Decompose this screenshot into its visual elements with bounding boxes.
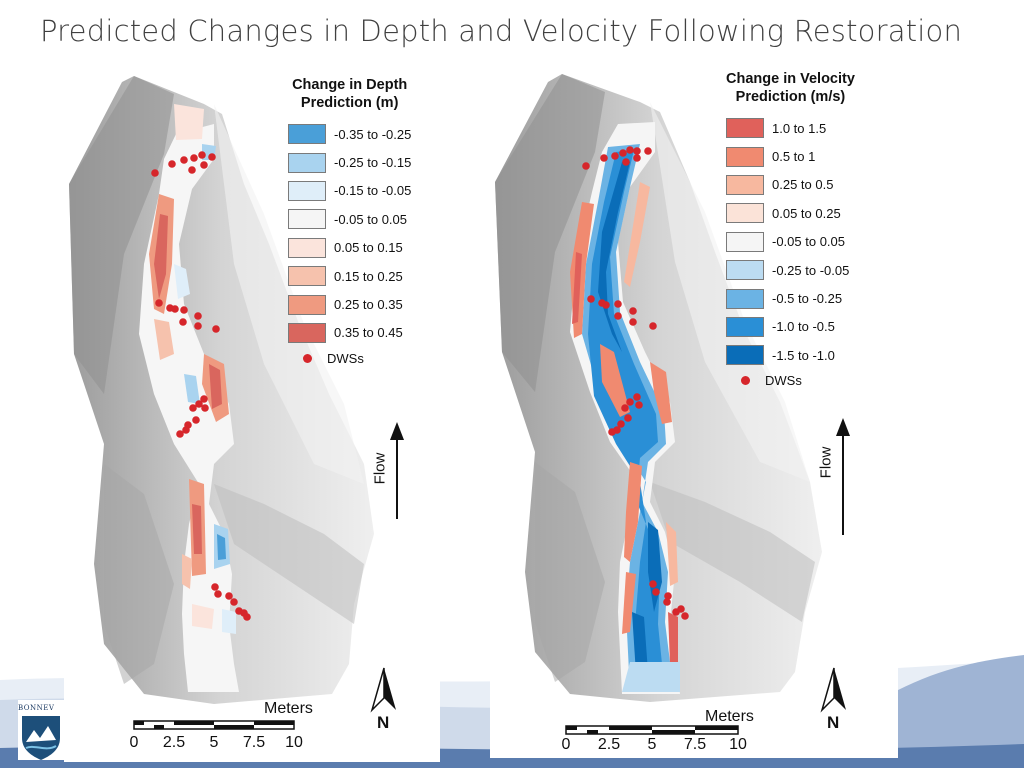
legend-item-label: -0.05 to 0.05 — [772, 234, 845, 250]
legend-swatch — [726, 316, 764, 337]
legend-item-label: 0.05 to 0.15 — [334, 240, 403, 256]
north-arrow-icon — [370, 667, 396, 713]
dws-marker-icon — [741, 376, 750, 386]
legend-item-label: 0.05 to 0.25 — [772, 205, 841, 221]
legend-swatch — [288, 152, 326, 173]
scale-tick-label: 10 — [285, 734, 303, 751]
legend-swatch — [726, 174, 764, 195]
legend-item: 0.5 to 1 — [726, 142, 855, 170]
legend-item-label: -0.35 to -0.25 — [334, 126, 412, 142]
legend-item: 0.35 to 0.45 — [288, 319, 411, 347]
scale-tick-label: 0 — [561, 736, 571, 753]
legend-item: -1.5 to -1.0 — [726, 341, 855, 369]
legend-dws-label: DWSs — [765, 373, 802, 389]
legend-swatch — [288, 124, 326, 145]
legend-item-label: -0.15 to -0.05 — [334, 183, 412, 199]
legend-swatch — [288, 237, 326, 258]
legend-item: -1.0 to -0.5 — [726, 313, 855, 341]
dws-marker-icon — [303, 353, 312, 363]
legend-title: Change in Velocity Prediction (m/s) — [726, 71, 855, 105]
north-label: N — [827, 713, 840, 732]
legend-item: -0.25 to -0.05 — [726, 256, 855, 284]
legend-swatch — [288, 322, 326, 343]
velocity-legend: Change in Velocity Prediction (m/s) 1.0 … — [726, 70, 855, 392]
legend-dws-item: DWSs — [288, 347, 411, 369]
legend-item: 0.05 to 0.15 — [288, 234, 411, 262]
flow-arrow-icon — [390, 422, 404, 519]
scale-tick-label: 5 — [647, 736, 657, 753]
scale-units-label: Meters — [264, 700, 313, 717]
north-arrow-icon — [820, 667, 846, 713]
legend-dws-label: DWSs — [327, 350, 364, 366]
legend-swatch — [288, 180, 326, 201]
legend-swatch — [726, 345, 764, 366]
legend-item: 0.25 to 0.35 — [288, 290, 411, 318]
legend-swatch — [726, 118, 764, 139]
scale-bar — [133, 720, 295, 730]
slide-title: Predicted Changes in Depth and Velocity … — [40, 14, 963, 48]
mountain-logo-icon — [22, 716, 60, 760]
legend-item-label: -1.0 to -0.5 — [772, 319, 835, 335]
legend-swatch — [726, 203, 764, 224]
legend-item: -0.05 to 0.05 — [288, 205, 411, 233]
depth-map — [69, 76, 404, 730]
depth-legend: Change in Depth Prediction (m) -0.35 to … — [288, 76, 411, 369]
legend-item: 0.05 to 0.25 — [726, 199, 855, 227]
flow-arrow-icon — [836, 418, 850, 535]
legend-swatch — [288, 294, 326, 315]
scale-tick-label: 2.5 — [597, 736, 621, 753]
flow-label: Flow — [817, 446, 835, 479]
legend-item: -0.15 to -0.05 — [288, 177, 411, 205]
legend-item: -0.5 to -0.25 — [726, 284, 855, 312]
legend-swatch — [726, 260, 764, 281]
legend-item: -0.05 to 0.05 — [726, 228, 855, 256]
scale-tick-label: 10 — [729, 736, 747, 753]
legend-item-label: 0.25 to 0.35 — [334, 297, 403, 313]
north-label: N — [377, 713, 390, 732]
scale-tick-label: 7.5 — [242, 734, 266, 751]
legend-swatch — [726, 288, 764, 309]
legend-item-label: 0.25 to 0.5 — [772, 177, 834, 193]
legend-item-label: -0.25 to -0.05 — [772, 262, 850, 278]
scale-tick-label: 7.5 — [683, 736, 707, 753]
legend-item-label: -0.5 to -0.25 — [772, 291, 843, 307]
legend-swatch — [726, 231, 764, 252]
flow-label: Flow — [371, 452, 389, 485]
legend-item-label: -0.25 to -0.15 — [334, 155, 412, 171]
scale-tick-label: 2.5 — [162, 734, 186, 751]
legend-title: Change in Depth Prediction (m) — [292, 77, 408, 111]
legend-item-label: 1.0 to 1.5 — [772, 120, 827, 136]
legend-item: -0.25 to -0.15 — [288, 148, 411, 176]
velocity-change-map-panel: Change in Velocity Prediction (m/s) 1.0 … — [490, 52, 898, 758]
velocity-map — [495, 74, 850, 735]
legend-dws-item: DWSs — [726, 370, 855, 392]
depth-change-map-panel: Change in Depth Prediction (m) -0.35 to … — [64, 64, 440, 762]
legend-item-label: -1.5 to -1.0 — [772, 347, 835, 363]
legend-item-label: 0.35 to 0.45 — [334, 325, 403, 341]
scale-units-label: Meters — [705, 708, 754, 725]
legend-item: 0.25 to 0.5 — [726, 171, 855, 199]
legend-item-label: 0.15 to 0.25 — [334, 268, 403, 284]
legend-swatch — [726, 146, 764, 167]
organization-logo: BONNEV — [18, 700, 64, 760]
legend-swatch — [288, 266, 326, 287]
scale-tick-label: 0 — [129, 734, 139, 751]
legend-item-label: -0.05 to 0.05 — [334, 211, 407, 227]
legend-swatch — [288, 209, 326, 230]
scale-bar — [565, 725, 739, 735]
legend-item-label: 0.5 to 1 — [772, 149, 816, 165]
scale-tick-label: 5 — [209, 734, 219, 751]
legend-item: 0.15 to 0.25 — [288, 262, 411, 290]
legend-item: -0.35 to -0.25 — [288, 120, 411, 148]
legend-item: 1.0 to 1.5 — [726, 114, 855, 142]
logo-text: BONNEV — [18, 704, 55, 712]
